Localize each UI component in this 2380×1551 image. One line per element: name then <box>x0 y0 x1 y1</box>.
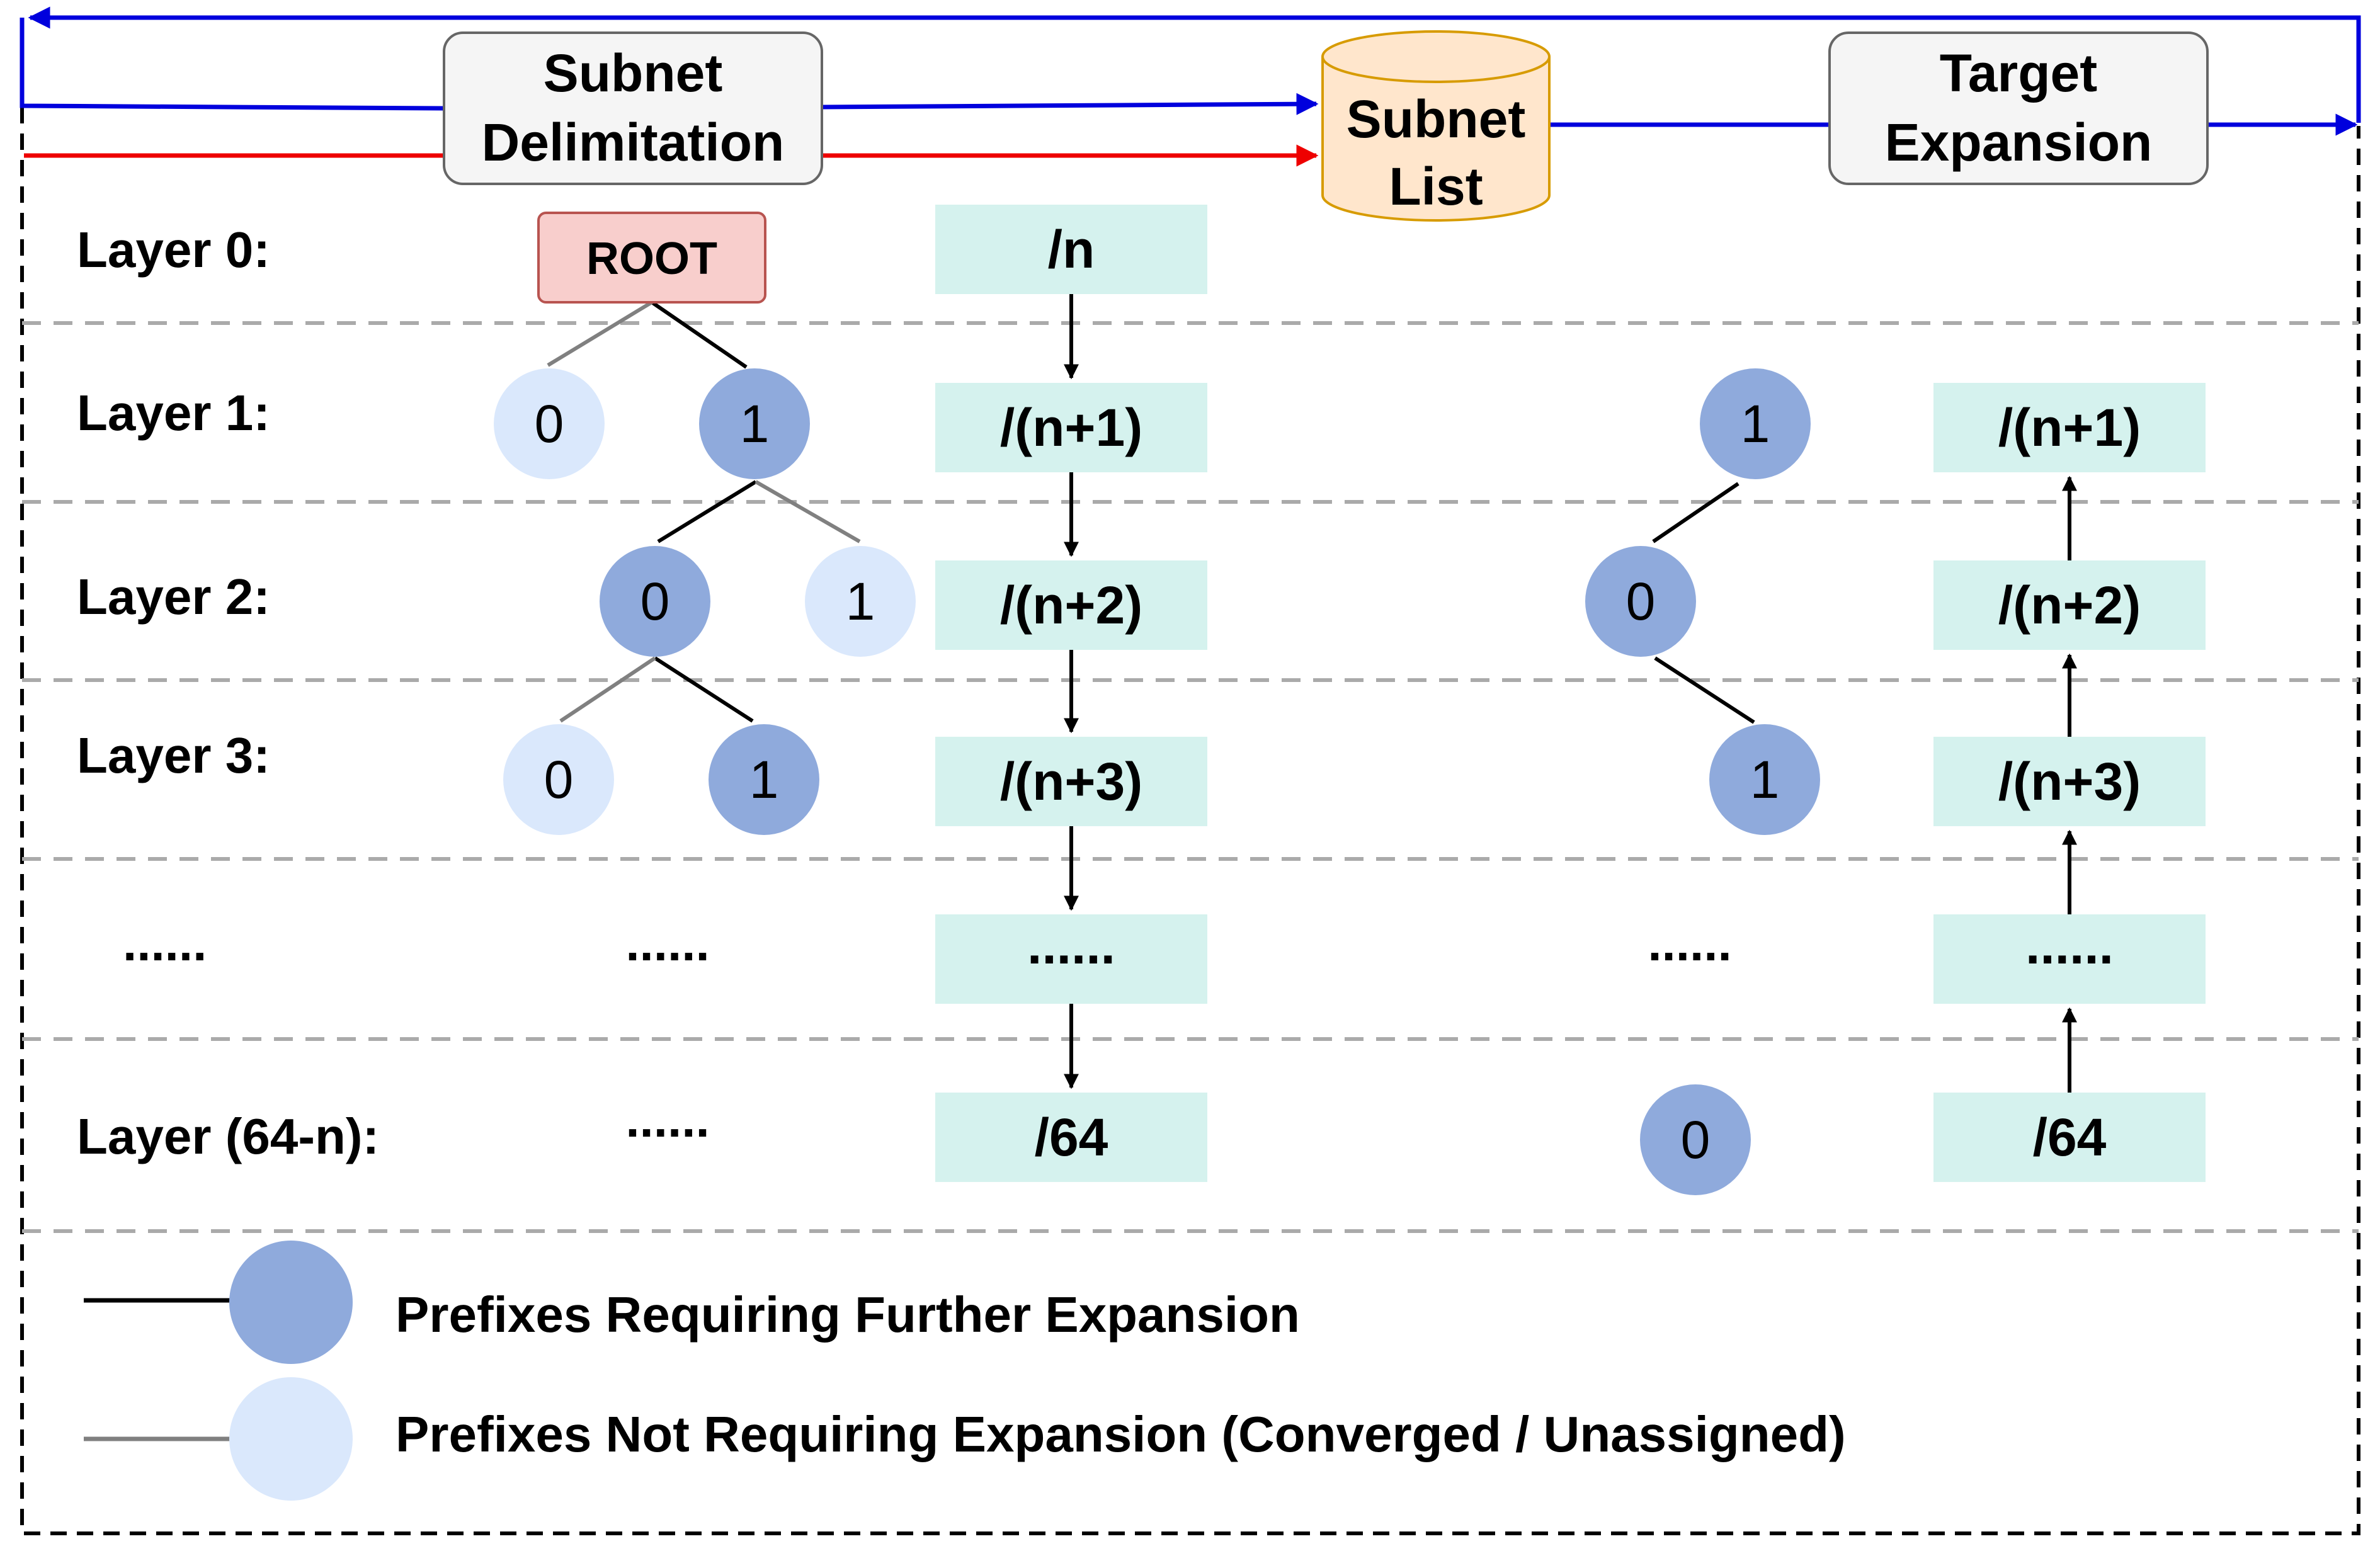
subnet-list-line2: List <box>1389 157 1483 216</box>
prefix-box <box>935 560 1207 650</box>
prefix-column-left: /n /(n+1) /(n+2) /(n+3) ...... /64 <box>935 205 1207 1182</box>
layer-label-2: Layer 2: <box>77 569 270 625</box>
layer-label-1: Layer 1: <box>77 385 270 441</box>
node-right-l2 <box>1585 546 1696 657</box>
node-l1-1 <box>699 368 810 479</box>
edge-right-0-to-1 <box>1654 656 1755 724</box>
node-l2-0 <box>600 546 710 657</box>
legend-node-dark <box>229 1241 353 1364</box>
prefix-box <box>935 914 1207 1004</box>
node-l1-0 <box>494 368 605 479</box>
outer-frame <box>20 107 2360 1535</box>
loop-left-segment-blue <box>20 18 445 111</box>
left-tree-nodes: 0 1 0 1 0 1 <box>494 368 916 835</box>
arrow-delimitation-to-list-blue <box>821 93 1319 115</box>
node-right-last-label: 0 <box>1681 1110 1711 1169</box>
node-right-l1-label: 1 <box>1741 394 1770 453</box>
edge-l2-to-l3-1 <box>654 656 754 723</box>
subnet-delimitation-line2: Delimitation <box>482 113 785 172</box>
node-l2-1 <box>805 546 916 657</box>
target-expansion-line1: Target <box>1940 43 2097 103</box>
root-rect <box>537 212 766 304</box>
prefix-box <box>935 1093 1207 1182</box>
legend-converged-label: Prefixes Not Requiring Expansion (Conver… <box>396 1406 1846 1462</box>
prefix-left-0: /n <box>1048 220 1095 279</box>
node-l3-1 <box>709 724 819 835</box>
prefix-right-3: ...... <box>2025 916 2114 975</box>
root-node: ROOT <box>537 212 766 304</box>
subnet-list-line1: Subnet <box>1347 89 1526 149</box>
target-expansion-line2: Expansion <box>1885 113 2153 172</box>
target-expansion-rect <box>1828 31 2209 185</box>
edge-l1-to-l2-0 <box>657 480 757 543</box>
prefix-right-2: /(n+3) <box>1998 752 2141 811</box>
subnet-list-cylinder: Subnet List <box>1321 30 1551 222</box>
prefix-right-4: /64 <box>2033 1108 2107 1167</box>
legend-expand-label: Prefixes Requiring Further Expansion <box>396 1287 1300 1343</box>
edge-l1-to-l2-1 <box>754 480 861 543</box>
node-right-l3 <box>1709 724 1820 835</box>
layer-label-last: Layer (64-n): <box>77 1108 379 1164</box>
right-tree-edges <box>1652 482 1755 724</box>
node-l3-0-label: 0 <box>544 750 574 809</box>
node-right-l2-label: 0 <box>1626 572 1656 631</box>
node-l2-1-label: 1 <box>846 572 875 631</box>
node-right-last <box>1640 1084 1751 1195</box>
prefix-left-2: /(n+2) <box>1000 576 1142 635</box>
node-l1-0-label: 0 <box>535 394 564 453</box>
prefix-box <box>1933 383 2206 472</box>
prefix-left-1: /(n+1) <box>1000 398 1142 457</box>
left-tree-ellipsis-last: ...... <box>625 1091 709 1147</box>
prefix-left-5: /64 <box>1035 1108 1108 1167</box>
prefix-box <box>1933 560 2206 650</box>
prefix-left-4: ...... <box>1027 916 1115 975</box>
layer-label-ellipsis: ...... <box>123 915 207 971</box>
prefix-box <box>935 383 1207 472</box>
subnet-delimitation-line1: Subnet <box>544 43 723 103</box>
layer-labels: Layer 0: Layer 1: Layer 2: Layer 3: ....… <box>77 222 379 1164</box>
right-tree-nodes: 1 0 1 0 <box>1585 368 1820 1195</box>
prefix-column-right: /(n+1) /(n+2) /(n+3) ...... /64 <box>1933 383 2206 1182</box>
right-tree-ellipsis: ...... <box>1648 915 1731 971</box>
left-tree-edges <box>547 300 861 723</box>
legend-node-light <box>229 1377 353 1501</box>
node-l3-1-label: 1 <box>749 750 779 809</box>
node-right-l1 <box>1700 368 1811 479</box>
node-right-l3-label: 1 <box>1750 750 1780 809</box>
cylinder-top <box>1321 30 1551 83</box>
prefix-right-0: /(n+1) <box>1998 398 2141 457</box>
edge-root-to-1 <box>651 300 748 369</box>
node-l3-0 <box>503 724 614 835</box>
target-expansion-box: Target Expansion <box>1828 31 2209 185</box>
layer-separators <box>22 321 2359 1233</box>
subnet-delimitation-rect <box>443 31 823 185</box>
prefix-right-1: /(n+2) <box>1998 576 2141 635</box>
left-tree-ellipsis-mid: ...... <box>625 915 709 971</box>
subnet-delimitation-box: Subnet Delimitation <box>443 31 823 185</box>
prefix-box <box>935 737 1207 826</box>
feedback-arrow-blue <box>28 6 2361 123</box>
prefix-left-3: /(n+3) <box>1000 752 1142 811</box>
prefix-box <box>1933 914 2206 1004</box>
prefix-box <box>935 205 1207 294</box>
legend: Prefixes Requiring Further Expansion Pre… <box>84 1241 1846 1501</box>
layer-label-3: Layer 3: <box>77 727 270 783</box>
cylinder-body <box>1321 57 1551 222</box>
edge-root-to-0 <box>547 300 653 367</box>
edge-right-1-to-0 <box>1652 482 1739 543</box>
root-label: ROOT <box>586 234 717 284</box>
prefix-box <box>1933 1093 2206 1182</box>
edge-l2-to-l3-0 <box>559 656 656 723</box>
node-l1-1-label: 1 <box>740 394 770 453</box>
layer-label-0: Layer 0: <box>77 222 270 278</box>
node-l2-0-label: 0 <box>641 572 670 631</box>
prefix-box <box>1933 737 2206 826</box>
